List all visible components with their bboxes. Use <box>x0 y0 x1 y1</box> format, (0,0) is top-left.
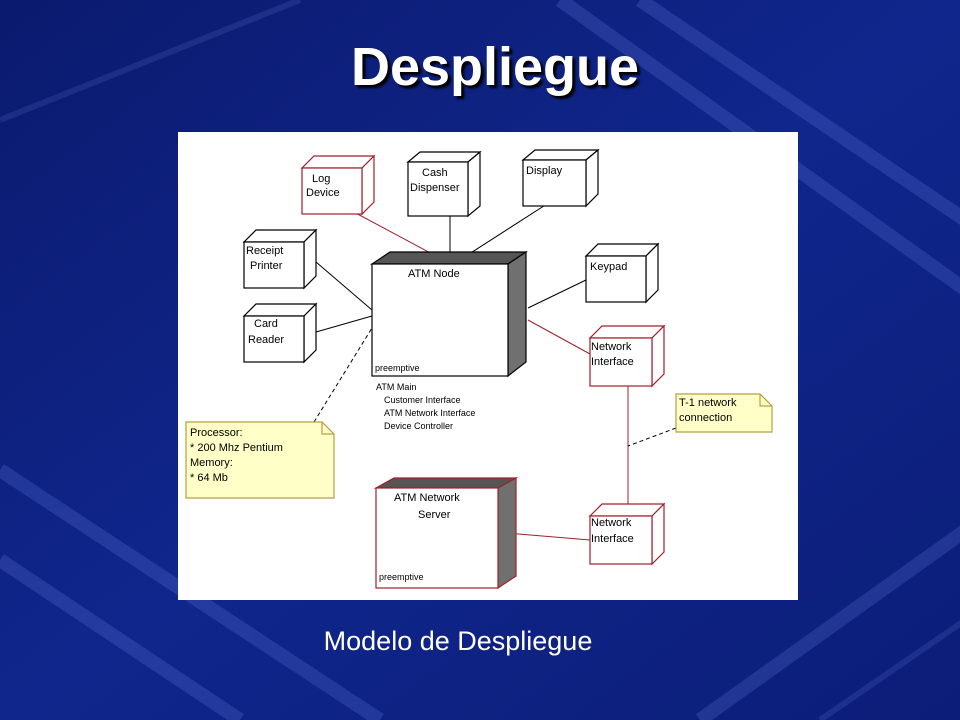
log-device-label: Log Device <box>306 173 340 199</box>
node-network-interface-top <box>588 324 666 388</box>
display-label: Display <box>526 165 563 177</box>
link-network-interface-top <box>527 319 591 355</box>
connections <box>313 201 677 541</box>
node-cash-dispenser <box>406 150 482 218</box>
card-reader-label: Card Reader <box>248 318 284 346</box>
node-keypad <box>584 242 660 304</box>
slide-caption: Modelo de Despliegue <box>323 626 593 656</box>
slide-title: Despliegue <box>350 37 640 97</box>
note-processor <box>185 421 335 499</box>
node-network-interface-bottom <box>588 502 666 566</box>
deployment-diagram-canvas: Log Device Cash Dispenser Display Receip… <box>185 148 773 590</box>
keypad-label: Keypad <box>590 261 627 273</box>
deployment-diagram: Log Device Cash Dispenser Display Receip… <box>178 132 798 600</box>
node-atm <box>370 250 528 378</box>
node-card-reader <box>242 302 318 364</box>
note-t1-text: T-1 network connection <box>679 397 740 424</box>
cash-dispenser-label: Cash Dispenser <box>410 167 460 194</box>
network-interface-bottom-label: Network Interface <box>591 517 634 545</box>
node-receipt-printer <box>242 228 318 290</box>
note-processor-text: Processor: * 200 Mhz Pentium Memory: * 6… <box>190 427 286 484</box>
network-interface-top-label: Network Interface <box>591 341 634 368</box>
link-receipt-printer <box>315 261 373 311</box>
note-anchor-t1 <box>627 427 677 447</box>
note-anchor-processor <box>313 327 373 423</box>
link-display <box>465 201 551 257</box>
link-card-reader <box>315 315 373 333</box>
node-atm-network-server <box>373 476 519 590</box>
receipt-printer-label: Receipt Printer <box>246 245 286 272</box>
note-t1 <box>675 393 773 433</box>
link-log-device <box>349 209 437 257</box>
server-stereotype: preemptive <box>379 572 424 582</box>
atm-node-stereotype: preemptive <box>375 363 420 373</box>
link-server <box>505 532 591 541</box>
atm-network-server-label: ATM Network Server <box>394 492 463 521</box>
atm-node-label: ATM Node <box>408 268 460 280</box>
link-keypad <box>527 279 587 309</box>
atm-main-components: ATM Main Customer Interface ATM Network … <box>376 382 478 431</box>
node-log-device <box>300 154 376 216</box>
node-display <box>521 148 600 208</box>
